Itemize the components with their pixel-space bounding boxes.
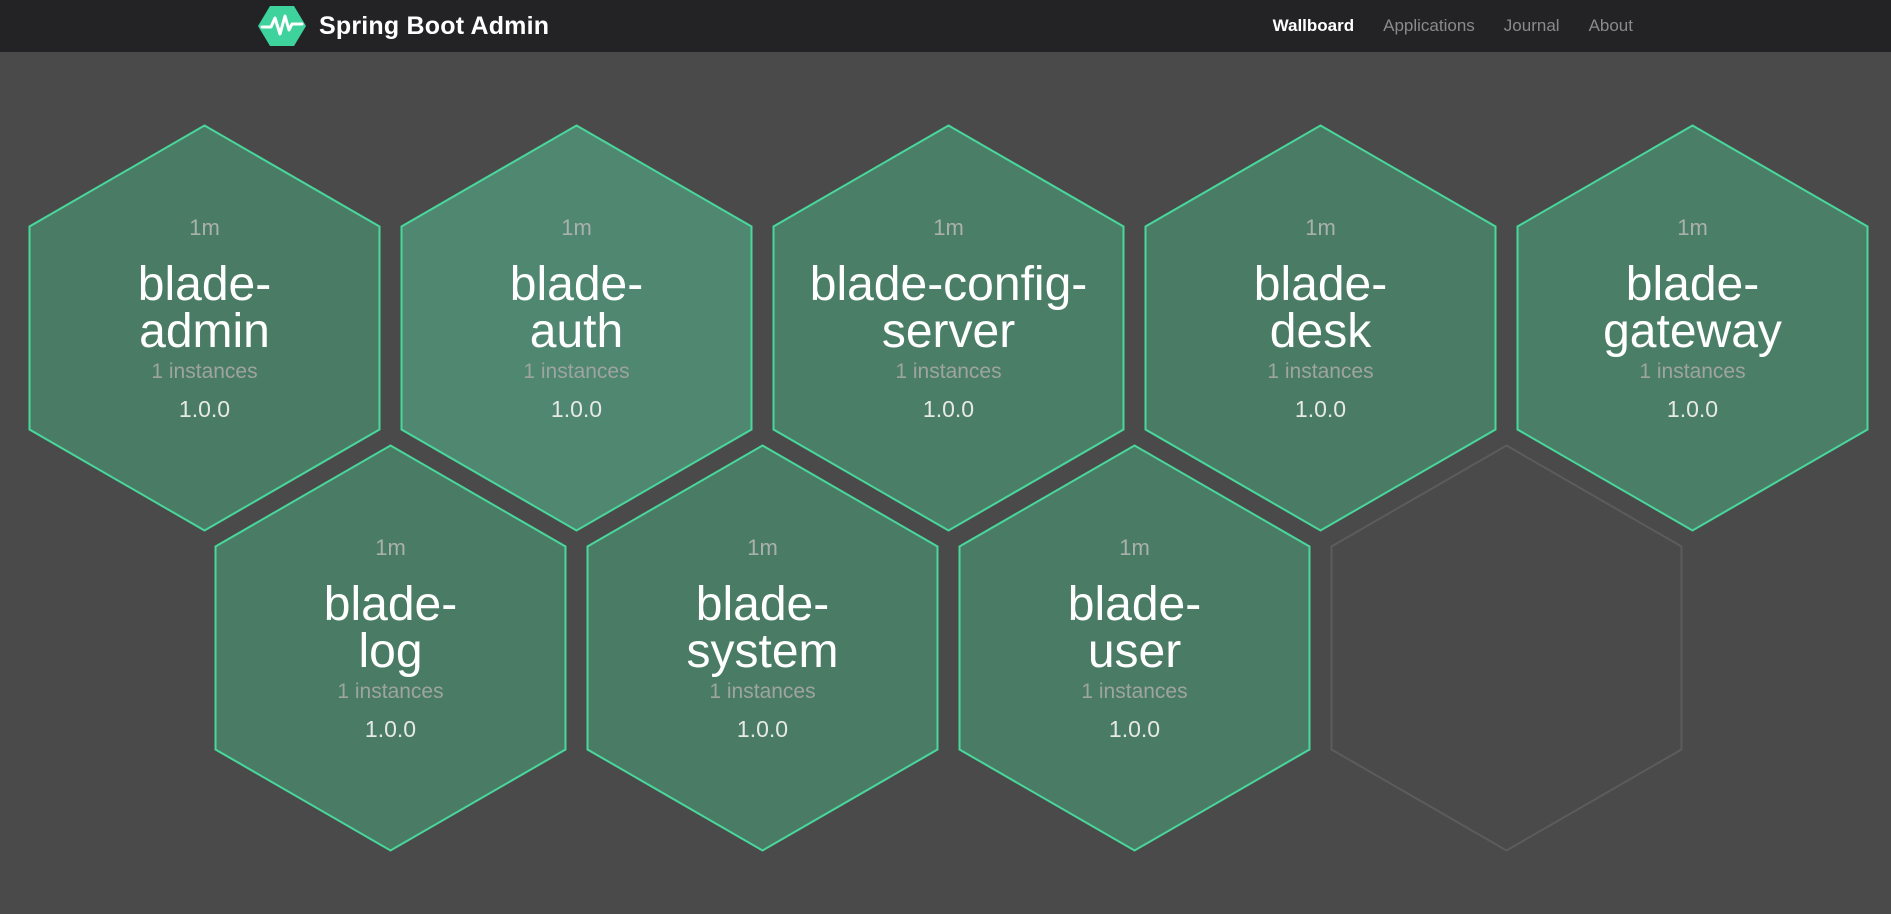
hexagon-cell-blade-auth[interactable]: 1m blade- auth 1 instances 1.0.0 bbox=[400, 124, 753, 532]
app-name-label: blade- desk bbox=[1253, 258, 1388, 358]
instances-label: 1 instances bbox=[1081, 680, 1188, 703]
version-label: 1.0.0 bbox=[736, 716, 789, 742]
hexagon-cell-blade-config-server[interactable]: 1m blade-config- server 1 instances 1.0.… bbox=[772, 124, 1125, 532]
instances-label: 1 instances bbox=[523, 360, 630, 383]
hexagon-shape bbox=[214, 444, 567, 852]
hexagon-cell-blade-user[interactable]: 1m blade- user 1 instances 1.0.0 bbox=[958, 444, 1311, 852]
version-label: 1.0.0 bbox=[1108, 716, 1161, 742]
app-name-label: blade- admin bbox=[137, 258, 272, 358]
instances-label: 1 instances bbox=[337, 680, 444, 703]
app-name-label: blade- log bbox=[323, 578, 458, 678]
brand-link[interactable]: Spring Boot Admin bbox=[258, 6, 549, 46]
version-label: 1.0.0 bbox=[550, 396, 603, 422]
brand-title: Spring Boot Admin bbox=[319, 11, 550, 40]
app-name-label: blade- user bbox=[1067, 578, 1202, 678]
app-name-label: blade- system bbox=[686, 578, 839, 678]
hexagon-cell-blade-gateway[interactable]: 1m blade- gateway 1 instances 1.0.0 bbox=[1516, 124, 1869, 532]
version-label: 1.0.0 bbox=[922, 396, 975, 422]
app-name-label: blade-config- server bbox=[809, 258, 1088, 358]
navbar-menu: Wallboard Applications Journal About bbox=[1273, 16, 1633, 36]
uptime-label: 1m bbox=[933, 215, 964, 240]
instances-label: 1 instances bbox=[1267, 360, 1374, 383]
uptime-label: 1m bbox=[561, 215, 592, 240]
nav-item-wallboard[interactable]: Wallboard bbox=[1272, 16, 1355, 35]
version-label: 1.0.0 bbox=[178, 396, 231, 422]
app-name-label: blade- gateway bbox=[1603, 258, 1782, 358]
instances-label: 1 instances bbox=[895, 360, 1002, 383]
app-name-label: blade- auth bbox=[509, 258, 644, 358]
hexagon-shape bbox=[1330, 444, 1683, 852]
version-label: 1.0.0 bbox=[1294, 396, 1347, 422]
uptime-label: 1m bbox=[189, 215, 220, 240]
nav-item-about[interactable]: About bbox=[1588, 16, 1633, 35]
hexagon-cell-blade-log[interactable]: 1m blade- log 1 instances 1.0.0 bbox=[214, 444, 567, 852]
hexagon-cell-blade-system[interactable]: 1m blade- system 1 instances 1.0.0 bbox=[586, 444, 939, 852]
hexagon-shape bbox=[400, 124, 753, 532]
hexagon-shape bbox=[772, 124, 1125, 532]
hexagon-cell-blade-admin[interactable]: 1m blade- admin 1 instances 1.0.0 bbox=[28, 124, 381, 532]
uptime-label: 1m bbox=[375, 535, 406, 560]
instances-label: 1 instances bbox=[1639, 360, 1746, 383]
instances-label: 1 instances bbox=[709, 680, 816, 703]
uptime-label: 1m bbox=[747, 535, 778, 560]
hexagon-cell-blade-desk[interactable]: 1m blade- desk 1 instances 1.0.0 bbox=[1144, 124, 1497, 532]
version-label: 1.0.0 bbox=[364, 716, 417, 742]
uptime-label: 1m bbox=[1305, 215, 1336, 240]
empty-hexagon-cell bbox=[1330, 444, 1683, 852]
hexagon-shape bbox=[1516, 124, 1869, 532]
uptime-label: 1m bbox=[1677, 215, 1708, 240]
navbar-container: Spring Boot Admin Wallboard Applications J… bbox=[258, 0, 1633, 52]
hexagon-shape bbox=[958, 444, 1311, 852]
hexagon-shape bbox=[1144, 124, 1497, 532]
pulse-hexagon-icon bbox=[258, 6, 306, 46]
nav-item-journal[interactable]: Journal bbox=[1503, 16, 1560, 35]
top-navbar: Spring Boot Admin Wallboard Applications J… bbox=[0, 0, 1891, 52]
instances-label: 1 instances bbox=[151, 360, 258, 383]
hexagon-shape bbox=[586, 444, 939, 852]
hexagon-shape bbox=[28, 124, 381, 532]
uptime-label: 1m bbox=[1119, 535, 1150, 560]
nav-item-applications[interactable]: Applications bbox=[1383, 16, 1475, 35]
version-label: 1.0.0 bbox=[1666, 396, 1719, 422]
